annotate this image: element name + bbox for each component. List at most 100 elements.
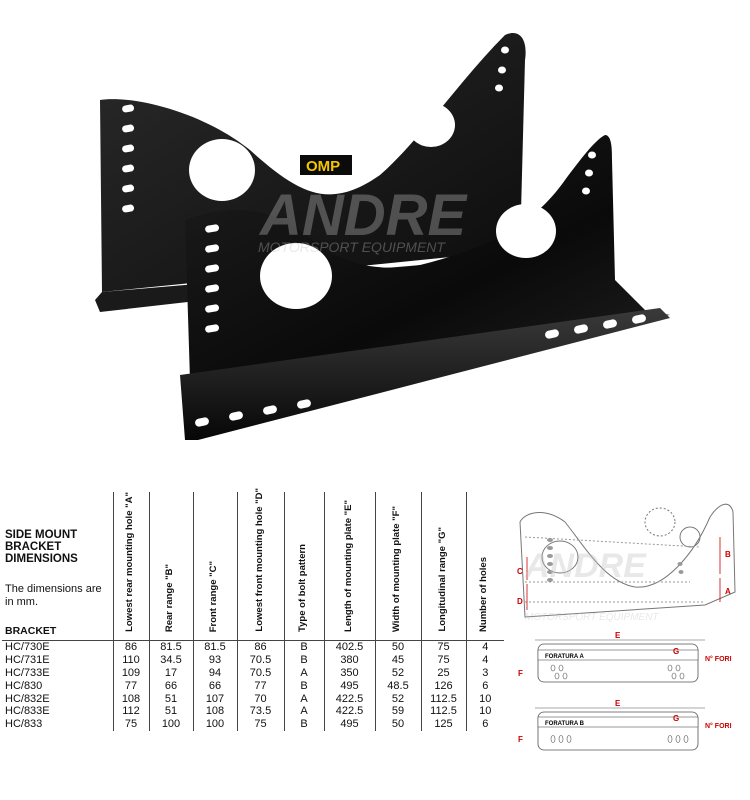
table-cell: 51 [148, 704, 193, 718]
bracket-model: HC/832E [5, 692, 50, 705]
bracket-header: BRACKET [5, 625, 57, 637]
plate-b: E FORATURA B G N° FORI F [518, 699, 732, 751]
table-cell: A [283, 692, 324, 705]
table-cell: 73.5 [236, 704, 284, 718]
column-header-label: Rear range "B" [164, 563, 175, 632]
table-cell: 126 [420, 679, 466, 693]
label-d: D [517, 597, 523, 606]
table-cell: 350 [323, 666, 375, 680]
bracket-model: HC/833E [5, 705, 50, 718]
table-cell: 4 [465, 639, 504, 654]
omp-logo: OMP [300, 155, 352, 175]
table-cell: 422.5 [323, 704, 375, 718]
column-header-label: Number of holes [478, 557, 490, 632]
bracket-column-header: BRACKET [2, 492, 113, 641]
table-cell: 75 [236, 717, 284, 731]
foratura-a-label: FORATURA A [545, 654, 584, 660]
watermark-subtitle: MOTORSPORT EQUIPMENT [258, 239, 446, 255]
column-header: Type of bolt pattern [283, 492, 324, 641]
table-cell: 70.5 [236, 666, 284, 680]
column-header: Lowest front mounting hole "D" [236, 488, 284, 641]
column-header: Front range "C" [192, 492, 237, 641]
table-cell: 86 [112, 639, 149, 654]
table-cell: 75 [420, 653, 466, 667]
bracket-model: HC/730E [2, 639, 113, 654]
table-cell: 70.5 [236, 653, 284, 667]
label-e-top: E [615, 631, 621, 640]
table-cell: 77 [236, 679, 284, 693]
label-c: C [517, 567, 523, 576]
label-b: B [725, 550, 731, 559]
table-cell: 380 [323, 653, 375, 667]
table-cell: 77 [112, 679, 149, 693]
table-cell: 75 [420, 639, 466, 654]
table-cell: 66 [192, 679, 237, 693]
column-header-label: Lowest rear mounting hole "A" [124, 492, 135, 632]
table-cell: 107 [192, 692, 237, 705]
side-view [519, 503, 736, 618]
table-cell: B [283, 679, 324, 693]
bracket-model: HC/830 [5, 679, 43, 692]
diagram-watermark: ANDRE MOTORSPORT EQUIPMENT [524, 547, 659, 623]
table-cell: 75 [112, 717, 149, 731]
spec-section: SIDE MOUNT BRACKET DIMENSIONS The dimens… [0, 488, 750, 800]
omp-logo-text: OMP [306, 158, 340, 175]
table-cell: 495 [323, 717, 375, 731]
table-cell: 50 [374, 639, 421, 654]
column-header: Number of holes [465, 492, 504, 641]
table-cell: A [283, 666, 324, 680]
table-cell: 112.5 [420, 692, 466, 705]
column-header: Length of mounting plate "E" [323, 492, 375, 641]
table-cell: 100 [192, 717, 237, 731]
bracket-model: HC/833 [5, 718, 43, 731]
table-cell: A [283, 704, 324, 718]
table-header-row: BRACKET Lowest rear mounting hole "A" Re… [2, 488, 504, 641]
column-header: Width of mounting plate "F" [374, 492, 421, 641]
table-cell: 108 [112, 692, 149, 705]
column-header: Longitudinal range "G" [420, 492, 466, 641]
table-cell: 93 [192, 653, 237, 667]
foratura-b-label: FORATURA B [545, 721, 585, 727]
table-cell: 86 [236, 639, 284, 654]
column-header: Rear range "B" [148, 492, 193, 641]
table-cell: 10 [465, 704, 504, 718]
table-cell: 25 [420, 666, 466, 680]
table-cell: 70 [236, 692, 284, 705]
table-cell: 100 [148, 717, 193, 731]
table-cell: 52 [374, 666, 421, 680]
table-cell: 110 [112, 653, 149, 667]
label-f-bottom: F [518, 735, 523, 744]
diagram-watermark-subtitle: MOTORSPORT EQUIPMENT [525, 612, 659, 623]
table-cell: 3 [465, 666, 504, 680]
front-bracket [180, 135, 670, 440]
bracket-model: HC/733E [5, 666, 50, 679]
table-cell: 402.5 [323, 639, 375, 654]
technical-diagram: C D B A E FORATURA A G N° FORI F E FORAT… [517, 503, 736, 751]
table-cell: 45 [374, 653, 421, 667]
label-f-top: F [518, 669, 523, 678]
n-fori-top: N° FORI [705, 655, 732, 663]
label-g-bottom: G [673, 714, 679, 723]
table-cell: 81.5 [192, 639, 237, 654]
label-a: A [725, 587, 731, 596]
table-cell: 48.5 [374, 679, 421, 693]
table-cell: B [283, 717, 324, 731]
spec-title: SIDE MOUNT BRACKET DIMENSIONS [5, 529, 78, 565]
table-cell: 50 [374, 717, 421, 731]
table-cell: 6 [465, 717, 504, 731]
diagram-watermark-title: ANDRE [524, 547, 647, 585]
table-cell: 109 [112, 666, 149, 680]
table-cell: 52 [374, 692, 421, 705]
column-header-label: Width of mounting plate "F" [391, 505, 402, 632]
table-cell: 94 [192, 666, 237, 680]
table-cell: 17 [148, 666, 193, 680]
table-cell: 10 [465, 692, 504, 705]
table-cell: 6 [465, 679, 504, 693]
column-header-label: Length of mounting plate "E" [342, 500, 354, 632]
